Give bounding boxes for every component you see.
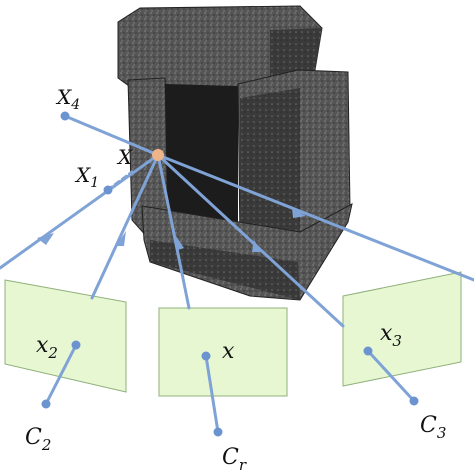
arrowhead-x2 [116, 231, 126, 246]
label-X4: X4 [55, 85, 80, 113]
ray-X-to-x3 [156, 153, 345, 328]
point-x3 [363, 346, 373, 356]
label-C3: C3 [420, 413, 446, 442]
point-C3 [409, 396, 419, 406]
arrowhead-x3 [252, 240, 262, 252]
brick-stack-object [117, 5, 353, 301]
image-plane-3 [342, 271, 462, 387]
points [41, 111, 419, 437]
point-x [201, 351, 211, 361]
point-X1 [103, 185, 113, 195]
rays [0, 114, 474, 434]
label-X: X [116, 145, 133, 169]
arrowhead-right [292, 208, 306, 218]
arrowheads [37, 208, 306, 252]
ray-C3 [366, 349, 416, 403]
label-X1: X1 [74, 163, 99, 191]
label-C2: C2 [25, 425, 51, 454]
label-x: x [222, 339, 235, 364]
image-plane-2 [4, 279, 127, 393]
point-Cr [213, 427, 223, 437]
point-C2 [41, 399, 51, 409]
label-x2: x2 [36, 333, 58, 362]
bottom-brick-front [150, 240, 300, 300]
image-plane-reference [158, 307, 288, 397]
arrowhead-left [37, 233, 54, 245]
ray-C2 [44, 343, 78, 406]
point-X [152, 149, 164, 161]
label-Cr: Cr [222, 445, 247, 474]
right-pillar-front [240, 88, 300, 250]
ray-X-to-x2 [90, 153, 160, 300]
ray-X4 [63, 114, 160, 157]
ray-X1-dashed [106, 170, 134, 192]
arrowhead-x [176, 236, 184, 250]
brick-inner-opening [165, 84, 238, 226]
point-x2 [71, 340, 81, 350]
label-x3: x3 [380, 321, 402, 350]
ray-X-to-right [156, 153, 474, 282]
ray-X-to-x [156, 153, 191, 310]
point-X4 [60, 111, 70, 121]
ray-Cr [204, 354, 220, 434]
